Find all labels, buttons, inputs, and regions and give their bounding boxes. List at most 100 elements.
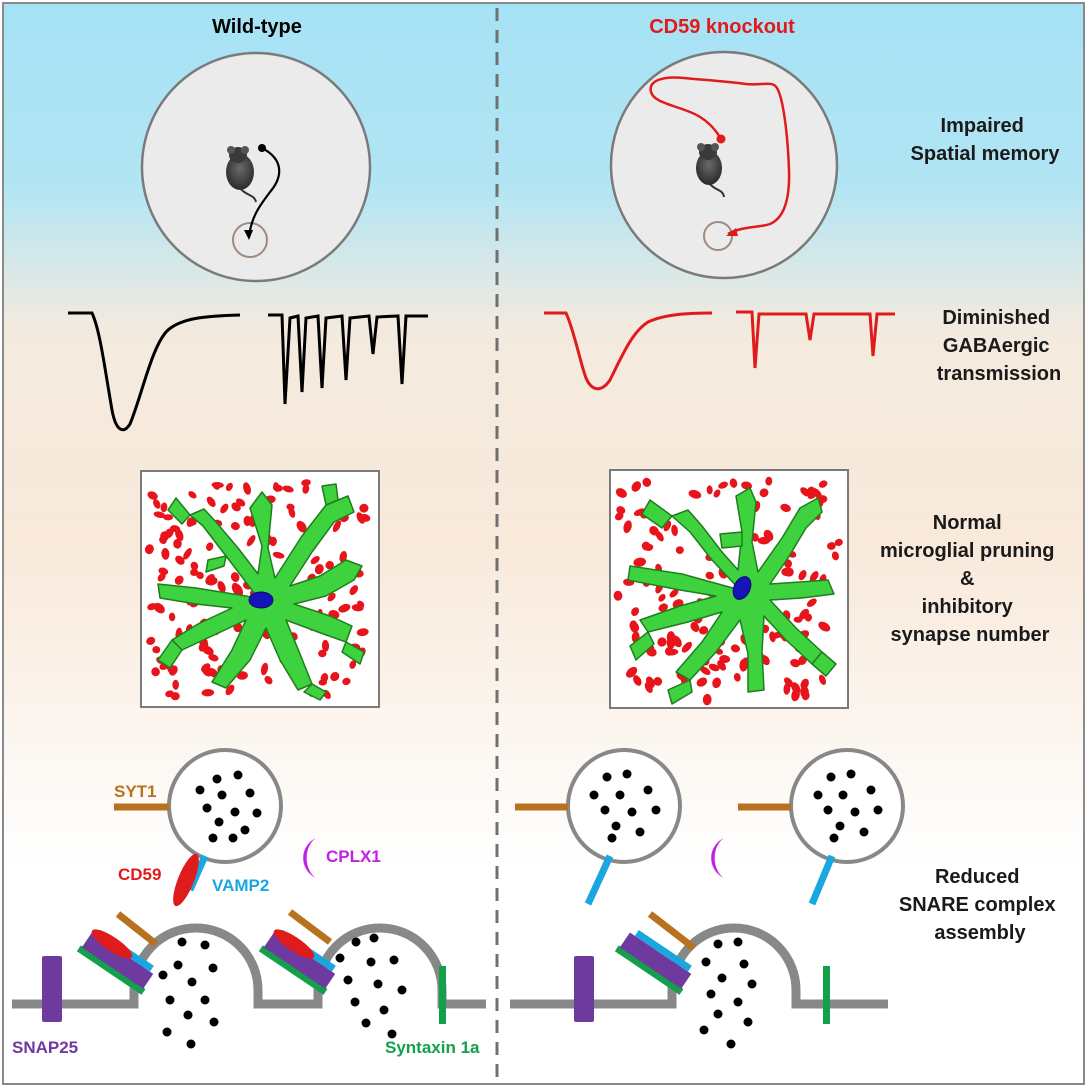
synapse-punctum	[230, 572, 240, 583]
synapse-punctum	[706, 485, 713, 495]
synapse-punctum	[614, 512, 624, 521]
synapse-punctum	[225, 482, 233, 491]
synapse-punctum	[157, 572, 166, 582]
synapse-punctum	[681, 641, 692, 653]
synapse-punctum	[163, 514, 174, 521]
ephys-traces-wild-type	[68, 311, 428, 432]
synapse-punctum	[310, 555, 320, 565]
synapse-punctum	[671, 524, 678, 537]
synapse-punctum	[831, 551, 839, 561]
synapse-punctum	[613, 590, 623, 601]
synapse-punctum	[286, 503, 295, 511]
synapse-punctum	[183, 548, 192, 560]
synapse-punctum	[160, 502, 168, 513]
syt1-protein	[115, 911, 159, 947]
synapse-punctum	[174, 575, 184, 585]
synapse-punctum	[153, 602, 165, 614]
microglia-label: Normal microglial pruning & inhibitory s…	[880, 512, 1060, 646]
synapse-punctum	[730, 644, 740, 653]
synapse-punctum	[623, 520, 632, 534]
snap25-protein	[574, 956, 594, 1022]
cplx1-protein	[303, 838, 316, 878]
synapse-punctum	[272, 551, 285, 559]
synapse-punctum	[729, 478, 738, 488]
hidden-platform-icon	[232, 222, 268, 258]
gaba-transmission-label: Diminished GABAergic transmission	[937, 307, 1061, 385]
synapse-punctum	[175, 555, 185, 565]
mouse-icon	[226, 146, 257, 203]
synapse-punctum	[633, 557, 647, 567]
synapse-punctum	[655, 530, 664, 542]
synapse-punctum	[633, 675, 642, 686]
synapse-punctum	[783, 683, 791, 695]
synapse-punctum	[153, 511, 166, 518]
synapse-punctum	[152, 646, 161, 654]
cplx1-protein	[711, 838, 724, 878]
syntaxin-protein	[823, 966, 830, 1024]
synapse-punctum	[741, 657, 750, 666]
synapse-punctum	[205, 576, 218, 586]
synapse-punctum	[272, 484, 283, 492]
synapse-punctum	[325, 560, 334, 570]
presynaptic-membrane	[12, 923, 486, 1009]
mouse-icon	[696, 143, 725, 198]
synapse-punctum	[625, 666, 638, 678]
synapse-punctum	[806, 598, 817, 607]
synapse-punctum	[190, 568, 199, 577]
synapse-punctum	[616, 506, 626, 515]
synapse-punctum	[719, 655, 731, 663]
cd59-protein	[91, 929, 133, 959]
synapse-punctum	[318, 649, 327, 658]
snare-label: Reduced SNARE complex assembly	[899, 866, 1061, 944]
cd59-protein	[273, 929, 315, 959]
synapse-punctum	[666, 637, 675, 650]
spontaneous-current-trace	[268, 313, 428, 405]
maze-pool	[609, 50, 839, 280]
vamp2-protein	[584, 854, 614, 906]
snap25-protein	[42, 956, 62, 1022]
synapse-punctum	[342, 677, 351, 686]
synapse-punctum	[201, 688, 215, 697]
snare-wild-type: SYT1 CD59 VAMP2 CPLX1 SNAP25 Syntaxin 1a	[12, 748, 486, 1057]
synapse-punctum	[798, 570, 807, 581]
syt1-protein	[287, 909, 333, 945]
synapse-punctum	[243, 515, 252, 527]
synapse-punctum	[784, 567, 794, 577]
synapse-punctum	[757, 536, 771, 545]
spatial-memory-label: Impaired Spatial memory	[911, 115, 1061, 165]
synapse-punctum	[168, 612, 176, 622]
vamp2-helix	[634, 930, 692, 972]
synapse-punctum	[653, 677, 663, 686]
synapse-punctum	[807, 486, 816, 495]
synapse-punctum	[780, 503, 791, 513]
synapse-punctum	[631, 481, 642, 492]
synapse-punctum	[332, 520, 342, 533]
synapse-punctum	[631, 607, 640, 616]
synapse-punctum	[793, 616, 803, 623]
synapse-punctum	[688, 489, 702, 499]
syntaxin-helix	[76, 945, 146, 995]
syntaxin-protein	[439, 966, 446, 1024]
wild-type-title: Wild-type	[212, 16, 302, 38]
synapse-punctum	[675, 546, 684, 555]
synapse-punctum	[338, 603, 351, 613]
synapse-punctum	[153, 499, 161, 509]
synapse-punctum	[217, 581, 226, 593]
synapse-punctum	[790, 658, 801, 668]
synapse-punctum	[264, 676, 273, 685]
syntaxin-helix	[614, 945, 684, 995]
synapse-punctum	[161, 548, 170, 560]
microglia-panel-knockout	[609, 469, 849, 709]
synapse-punctum	[243, 482, 251, 495]
microglia-cell	[627, 487, 837, 705]
synapse-punctum	[690, 622, 700, 632]
neurotransmitter-dots	[699, 937, 757, 1049]
swim-start-dot	[716, 134, 726, 144]
synapse-punctum	[173, 538, 182, 549]
synapse-punctum	[206, 496, 216, 507]
synapse-punctum	[330, 672, 340, 682]
synapse-punctum	[302, 484, 310, 494]
synapse-punctum	[713, 489, 721, 498]
synaptic-vesicle	[566, 748, 682, 864]
